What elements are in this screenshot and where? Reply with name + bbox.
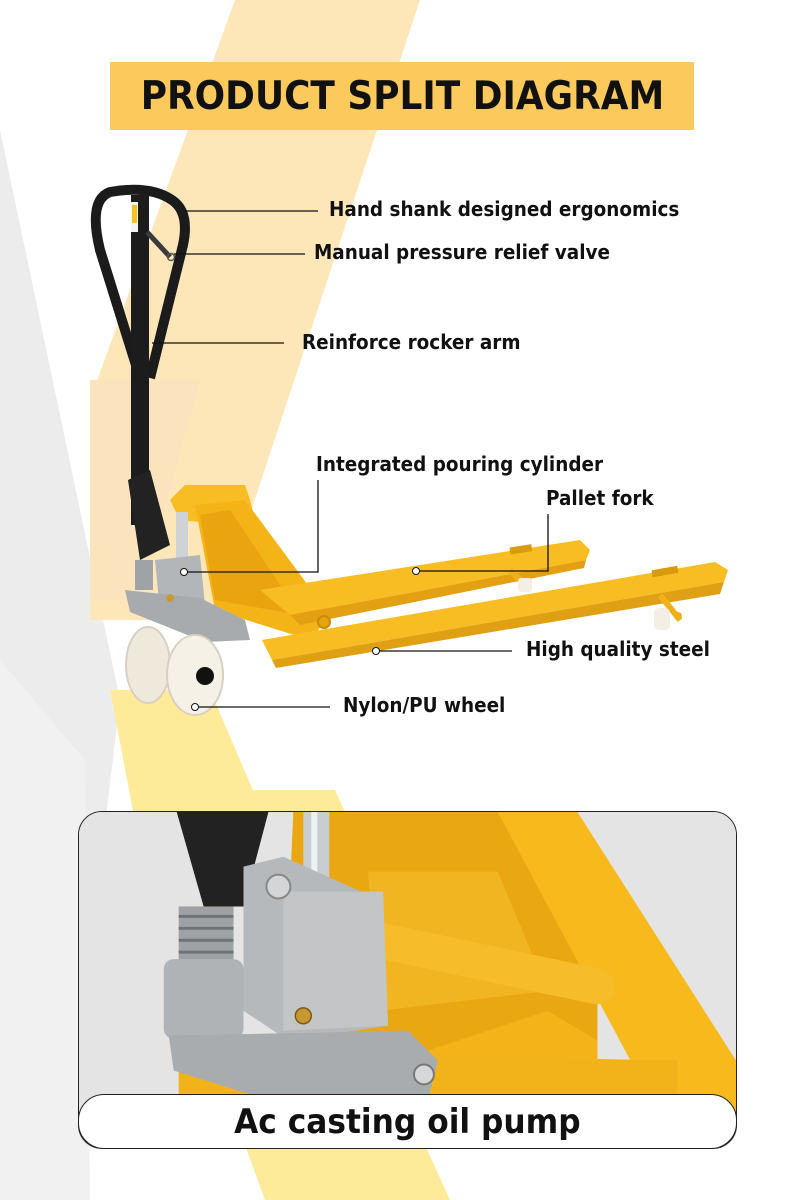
pump-rod-highlight [311, 812, 318, 902]
steer-wheel-back [125, 626, 171, 704]
pump-baseplate [168, 1030, 438, 1101]
callout-cylinder: Integrated pouring cylinder [316, 452, 604, 476]
callout-dot-wheel [191, 703, 199, 711]
callout-steel: High quality steel [526, 637, 710, 661]
fork-slot [509, 544, 533, 555]
title-banner: PRODUCT SPLIT DIAGRAM [110, 62, 694, 130]
stripe-yellow-top-card [245, 790, 345, 812]
handle-shaft [131, 195, 149, 525]
callout-wheel: Nylon/PU wheel [343, 693, 506, 717]
load-roller-back [518, 578, 532, 592]
callout-dot-cylinder [180, 568, 188, 576]
load-roller-front [654, 608, 670, 630]
load-roller-hub [674, 612, 682, 620]
pump-cylinder-rod [176, 512, 188, 562]
fork-bolt [317, 615, 331, 629]
pump-cylinder-housing [283, 891, 389, 1031]
pump-base [125, 590, 250, 642]
detail-caption: Ac casting oil pump [234, 1101, 581, 1142]
handle-sticker-yellow [132, 205, 137, 223]
callout-dot-steel [372, 647, 380, 655]
handle-bracket [128, 470, 170, 560]
callout-rocker-arm: Reinforce rocker arm [302, 330, 521, 354]
caption-pill: Ac casting oil pump [78, 1094, 737, 1149]
stripe-grey-lower [0, 660, 90, 1200]
pallet-fork-back [260, 540, 590, 615]
pump-spring [135, 560, 153, 590]
baseplate-pin [412, 1063, 435, 1086]
stripe-yellow-bottom [245, 1145, 450, 1200]
release-lever [145, 230, 172, 259]
steer-wheel-front [166, 634, 224, 716]
handle-loop [90, 184, 190, 380]
callout-dot-pallet-fork [412, 567, 420, 575]
spring-coils [178, 914, 234, 954]
frame-tube [321, 913, 615, 1005]
pump-valve [166, 594, 174, 602]
release-lever-tip [166, 252, 176, 262]
callout-line-pallet-fork [418, 514, 549, 572]
callout-relief-valve: Manual pressure relief valve [314, 240, 610, 264]
pump-pivot [265, 873, 292, 900]
page-title: PRODUCT SPLIT DIAGRAM [140, 73, 664, 119]
pallet-fork-back-side [290, 560, 586, 625]
pump-spring-housing [163, 959, 244, 1039]
pallet-fork-front-side [272, 582, 724, 668]
pump-valve-brass [294, 1007, 313, 1025]
steer-wheel-hub [196, 667, 214, 685]
pallet-jack-illustration [90, 184, 728, 716]
callout-hand-shank: Hand shank designed ergonomics [329, 197, 680, 221]
fork-slot-front [651, 565, 679, 578]
callout-pallet-fork: Pallet fork [546, 486, 654, 510]
callout-line-cylinder [186, 480, 319, 573]
pallet-fork-front [262, 562, 728, 660]
